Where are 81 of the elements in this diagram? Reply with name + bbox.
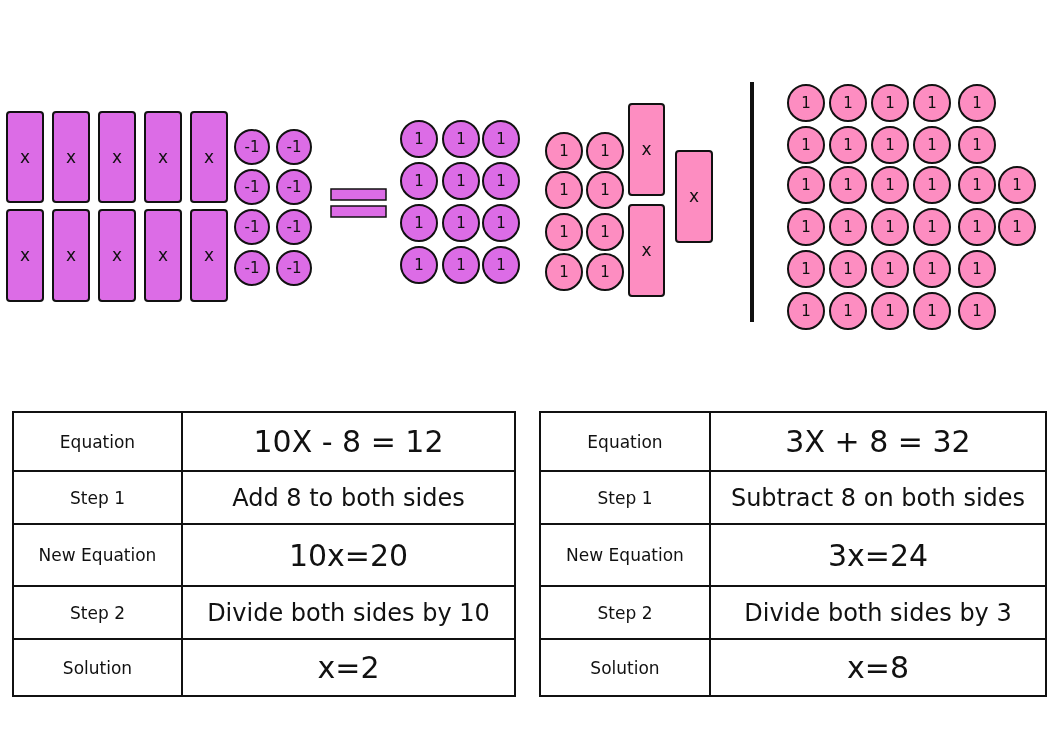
table-cell: x=2 [181,638,516,697]
table-cell: x=8 [709,638,1047,697]
unit-tile: 1 [998,166,1036,204]
x-tile: x [98,209,136,302]
x-tile: x [628,204,665,297]
row-heading-cell: Equation [539,411,711,472]
unit-tile: 1 [829,84,867,122]
unit-tile: 1 [913,84,951,122]
unit-tile: -1 [276,209,312,245]
x-tile: x [144,111,182,203]
unit-tile: 1 [787,84,825,122]
unit-tile: 1 [871,84,909,122]
x-tile: x [190,209,228,302]
unit-tile: 1 [787,126,825,164]
unit-tile: 1 [400,204,438,242]
unit-tile: 1 [586,171,624,209]
row-heading-cell: Solution [539,638,711,697]
x-tile: x [52,209,90,302]
x-tile: x [6,111,44,203]
unit-tile: 1 [958,84,996,122]
x-tile: x [6,209,44,302]
unit-tile: 1 [829,208,867,246]
unit-tile: 1 [482,204,520,242]
unit-tile: 1 [442,246,480,284]
unit-tile: 1 [871,250,909,288]
unit-tile: 1 [586,253,624,291]
unit-tile: 1 [545,253,583,291]
unit-tile: 1 [787,208,825,246]
row-heading-cell: Equation [12,411,183,472]
unit-tile: -1 [234,129,270,165]
unit-tile: 1 [545,132,583,170]
row-heading-cell: Solution [12,638,183,697]
unit-tile: 1 [913,208,951,246]
unit-tile: 1 [400,246,438,284]
unit-tile: 1 [545,213,583,251]
x-tile: x [144,209,182,302]
x-tile: x [675,150,713,243]
unit-tile: -1 [276,169,312,205]
unit-tile: -1 [276,129,312,165]
unit-tile: 1 [482,246,520,284]
unit-tile: 1 [400,162,438,200]
unit-tile: 1 [871,292,909,330]
table-cell: 3X + 8 = 32 [709,411,1047,472]
unit-tile: 1 [958,126,996,164]
x-tile: x [52,111,90,203]
unit-tile: -1 [234,250,270,286]
x-tile: x [190,111,228,203]
unit-tile: 1 [545,171,583,209]
unit-tile: -1 [276,250,312,286]
unit-tile: 1 [400,120,438,158]
unit-tile: 1 [913,166,951,204]
unit-tile: 1 [958,250,996,288]
x-tile: x [628,103,665,196]
unit-tile: 1 [998,208,1036,246]
unit-tile: 1 [442,204,480,242]
unit-tile: 1 [787,292,825,330]
unit-tile: 1 [829,292,867,330]
unit-tile: 1 [442,162,480,200]
unit-tile: 1 [787,166,825,204]
unit-tile: 1 [482,162,520,200]
unit-tile: 1 [586,213,624,251]
unit-tile: 1 [586,132,624,170]
unit-tile: 1 [829,166,867,204]
unit-tile: 1 [958,208,996,246]
unit-tile: 1 [829,126,867,164]
table-cell: 10X - 8 = 12 [181,411,516,472]
unit-tile: 1 [958,292,996,330]
unit-tile: 1 [482,120,520,158]
unit-tile: 1 [787,250,825,288]
unit-tile: 1 [913,292,951,330]
unit-tile: 1 [871,208,909,246]
unit-tile: 1 [829,250,867,288]
unit-tile: 1 [913,250,951,288]
unit-tile: -1 [234,169,270,205]
unit-tile: 1 [958,166,996,204]
unit-tile: -1 [234,209,270,245]
unit-tile: 1 [442,120,480,158]
unit-tile: 1 [871,126,909,164]
unit-tile: 1 [913,126,951,164]
unit-tile: 1 [871,166,909,204]
x-tile: x [98,111,136,203]
